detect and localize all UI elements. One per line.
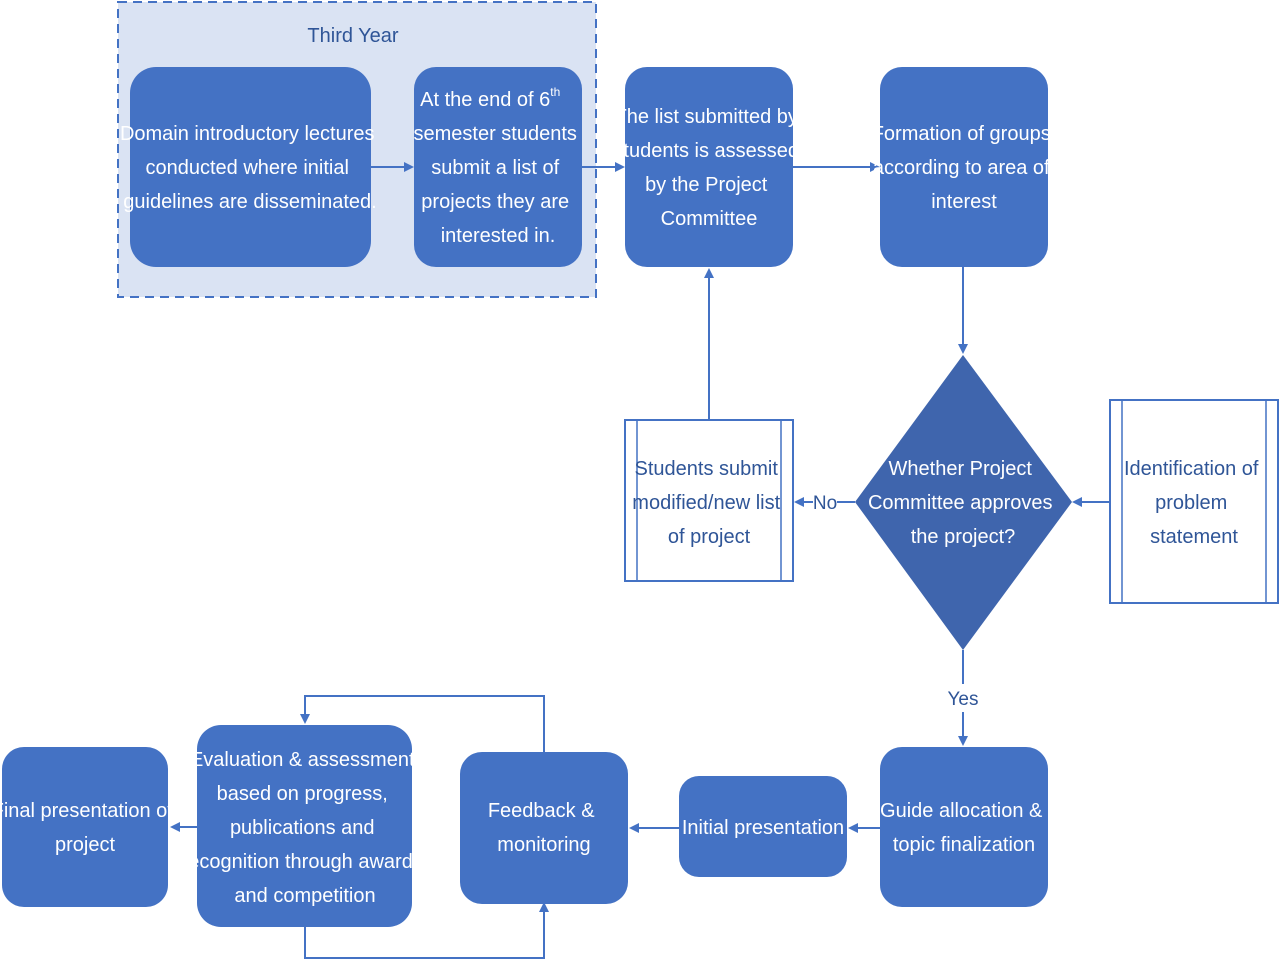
svg-text:Feedback & monitoring: Feedback & monitoring [488,800,600,856]
feedback-box: Feedback & monitoring [460,752,628,904]
students-resubmit-box: Students submit modified/new list of pro… [624,419,794,582]
identification-box: Identification of problem statement [1109,399,1279,604]
svg-text:Whether Project Committe: Whether Project Committee approves the p… [868,458,1058,548]
final-presentation-box: Final presentation of project [0,747,178,907]
formation-groups-box: Formation of groups according to area of… [872,67,1057,267]
svg-text:Formation of groups acco: Formation of groups according to area of… [872,123,1057,213]
initial-presentation-box: Initial presentation [679,776,847,877]
no-label: No [813,493,837,514]
svg-text:Evaluation & assessment: Evaluation & assessment based on progres… [182,749,429,907]
svg-text:Guide allocation & topic: Guide allocation & topic finalization [880,800,1048,856]
third-year-group-title: Third Year [307,25,399,47]
evaluation-box: Evaluation & assessment based on progres… [182,725,429,927]
connectors [170,162,1109,959]
svg-text:The list submitted by st: The list submitted by students is assess… [613,106,804,230]
svg-text:Students submit modified: Students submit modified/new list of pro… [632,458,785,548]
domain-lectures-box: Domain introductory lectures conducted w… [120,67,380,267]
approval-decision-diamond: Whether Project Committee approves the p… [855,355,1072,650]
guide-allocation-box: Guide allocation & topic finalization [880,747,1048,907]
submit-list-box: At the end of 6th semester students subm… [414,67,583,267]
svg-text:Identification of proble: Identification of problem statement [1124,458,1264,548]
yes-label: Yes [948,689,979,710]
svg-text:At the end of 6th semest: At the end of 6th semester students subm… [414,79,583,247]
arrow-feedback-to-evaluation [300,695,545,752]
svg-text:Domain introductory lectures: Domain introductory lectures conducted w… [120,123,380,213]
arrow-evaluation-to-feedback [304,902,549,959]
list-assessed-box: The list submitted by students is assess… [613,67,804,267]
svg-text:Initial presentation: Initial presentation [682,817,844,839]
svg-text:Final presentation of pr: Final presentation of project [0,800,178,856]
